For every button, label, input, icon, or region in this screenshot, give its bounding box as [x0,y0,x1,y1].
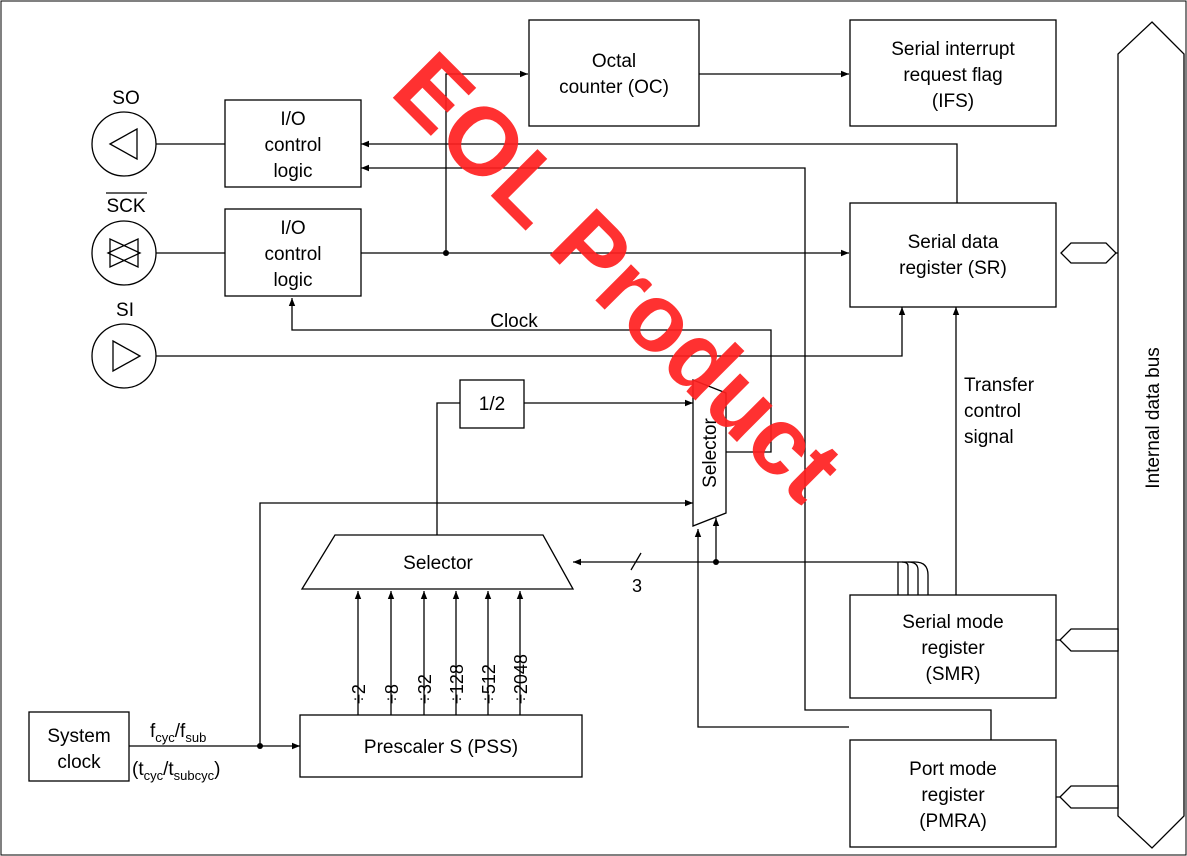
transfer-label-3: signal [964,427,1014,448]
svg-text:control: control [264,244,321,265]
svg-text:register (SR): register (SR) [899,258,1007,279]
svg-text:Serial data: Serial data [908,232,999,253]
svg-text:Selector: Selector [700,417,721,487]
svg-text:Port mode: Port mode [909,759,997,780]
sck-label: SCK [106,196,145,217]
svg-text:Octal: Octal [592,51,636,72]
period-label: (tcyc/tsubcyc) [132,759,220,783]
div-128-label: ÷128 [447,664,467,704]
svg-text:request flag: request flag [903,65,1002,86]
div-32-label: ÷32 [415,674,435,704]
svg-text:Serial mode: Serial mode [902,612,1003,633]
svg-text:Internal data bus: Internal data bus [1143,347,1164,489]
bus-connectors [1059,242,1119,809]
serial-data-register: Serial data register (SR) [849,202,1057,308]
io-control-logic-top: I/O control logic [224,99,362,188]
svg-text:register: register [921,785,985,806]
svg-text:1/2: 1/2 [479,394,505,415]
svg-text:Prescaler S (PSS): Prescaler S (PSS) [364,737,518,758]
system-clock: System clock [28,711,130,782]
internal-data-bus: Internal data bus [1117,21,1185,849]
octal-counter: Octal counter (OC) [528,19,700,127]
svg-text:counter (OC): counter (OC) [559,77,669,98]
freq-label: fcyc/fsub [150,721,206,745]
svg-text:logic: logic [273,270,312,291]
svg-text:I/O: I/O [280,109,305,130]
div-512-label: ÷512 [479,664,499,704]
selector-main: Selector [300,534,575,590]
clock-label: Clock [490,311,538,332]
svg-text:I/O: I/O [280,218,305,239]
port-mode-register: Port mode register (PMRA) [849,739,1057,848]
divider-half: 1/2 [459,379,525,429]
si-pin: SI [91,300,157,389]
selector-vertical: Selector [692,379,727,527]
so-pin: SO [91,88,157,177]
transfer-label-2: control [964,401,1021,422]
division-labels: ÷2 ÷8 ÷32 ÷128 ÷512 ÷2048 [349,654,531,704]
io-control-logic-bottom: I/O control logic [224,208,362,297]
svg-text:(SMR): (SMR) [926,664,981,685]
div-2048-label: ÷2048 [511,654,531,704]
si-label: SI [116,300,134,321]
bus-width-label: 3 [632,576,642,596]
div-2-label: ÷2 [349,684,369,704]
prescaler-pss: Prescaler S (PSS) [299,714,583,778]
transfer-label-1: Transfer [964,375,1035,396]
svg-text:control: control [264,135,321,156]
svg-text:Selector: Selector [403,553,473,574]
svg-text:(IFS): (IFS) [932,91,974,112]
so-label: SO [112,88,139,109]
serial-mode-register: Serial mode register (SMR) [849,594,1057,699]
svg-text:clock: clock [57,752,101,773]
svg-text:System: System [47,726,110,747]
svg-text:logic: logic [273,161,312,182]
div-8-label: ÷8 [382,684,402,704]
sck-pin: SCK [91,192,157,286]
serial-interrupt-request-flag: Serial interrupt request flag (IFS) [849,19,1057,127]
svg-text:Serial interrupt: Serial interrupt [891,39,1015,60]
svg-text:register: register [921,638,985,659]
svg-text:(PMRA): (PMRA) [919,811,987,832]
